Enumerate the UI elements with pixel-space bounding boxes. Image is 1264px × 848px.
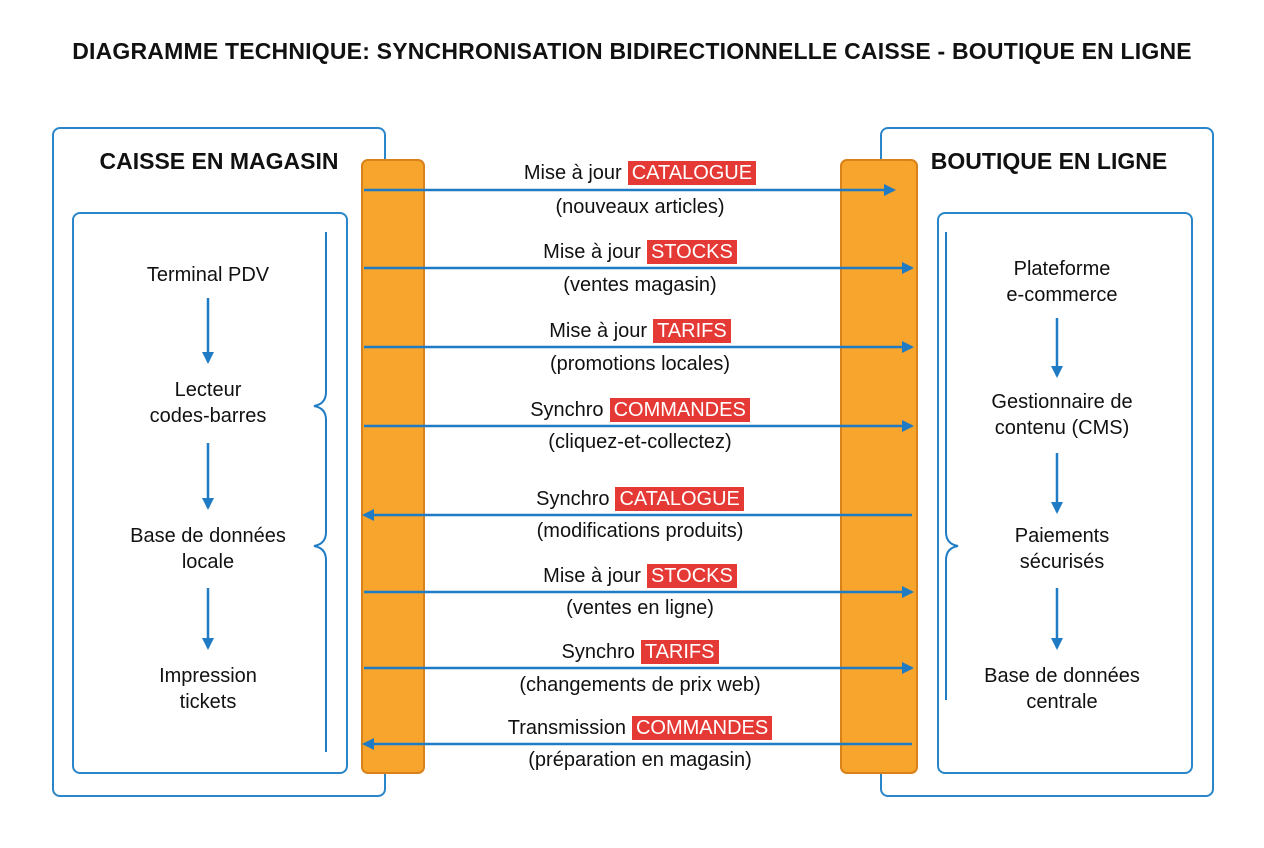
left-panel-title: CAISSE EN MAGASIN bbox=[99, 148, 339, 174]
right-inner-box bbox=[937, 212, 1193, 774]
left-brace bbox=[313, 232, 327, 752]
flow-6-sub: (ventes en ligne) bbox=[566, 597, 714, 619]
flow-4-action: Synchro bbox=[530, 399, 604, 421]
flow-3-tag: TARIFS bbox=[653, 319, 731, 343]
flow-4-sub: (cliquez-et-collectez) bbox=[548, 431, 732, 453]
flow-5-sub: (modifications produits) bbox=[536, 520, 744, 542]
flow-5-action: Synchro bbox=[536, 488, 610, 510]
flow-1-tag: CATALOGUE bbox=[627, 161, 757, 185]
flow-6-tag: STOCKS bbox=[646, 564, 737, 588]
flow-6-action: Mise à jour bbox=[543, 565, 641, 587]
right-panel-title: BOUTIQUE EN LIGNE bbox=[930, 148, 1168, 174]
diagram-title: DIAGRAMME TECHNIQUE: SYNCHRONISATION BID… bbox=[72, 38, 1192, 64]
flow-2-tag: STOCKS bbox=[646, 240, 737, 264]
flow-7-tag: TARIFS bbox=[640, 640, 719, 664]
left-step-impression-tickets: Impression tickets bbox=[159, 665, 257, 713]
right-step-base-donnees-centrale: Base de données centrale bbox=[984, 665, 1140, 713]
flow-5-tag: CATALOGUE bbox=[615, 487, 744, 511]
flow-8-tag: COMMANDES bbox=[631, 716, 773, 740]
flow-2-sub: (ventes magasin) bbox=[563, 274, 717, 296]
left-step-base-donnees-locale: Base de données locale bbox=[130, 525, 286, 573]
right-brace bbox=[945, 232, 959, 700]
left-step-lecteur-codes-barres: Lecteur codes-barres bbox=[149, 379, 267, 427]
flow-8-action: Transmission bbox=[507, 717, 626, 739]
flow-2-action: Mise à jour bbox=[543, 241, 641, 263]
right-step-cms: Gestionnaire de contenu (CMS) bbox=[991, 391, 1133, 439]
left-sync-bar bbox=[361, 159, 425, 774]
left-inner-box bbox=[72, 212, 348, 774]
right-step-plateforme-ecommerce: Plateforme e-commerce bbox=[1006, 258, 1118, 306]
flow-1-sub: (nouveaux articles) bbox=[555, 196, 725, 218]
flow-7-action: Synchro bbox=[561, 641, 635, 663]
right-step-paiements-securises: Paiements sécurisés bbox=[1014, 525, 1110, 573]
flow-3-sub: (promotions locales) bbox=[549, 353, 731, 375]
flow-7-sub: (changements de prix web) bbox=[519, 674, 761, 696]
flow-1-action: Mise à jour bbox=[523, 162, 622, 184]
flow-4-tag: COMMANDES bbox=[609, 398, 750, 422]
flow-3-action: Mise à jour bbox=[549, 320, 648, 342]
left-step-terminal-pdv: Terminal PDV bbox=[146, 264, 270, 286]
flow-8-sub: (préparation en magasin) bbox=[528, 749, 752, 771]
